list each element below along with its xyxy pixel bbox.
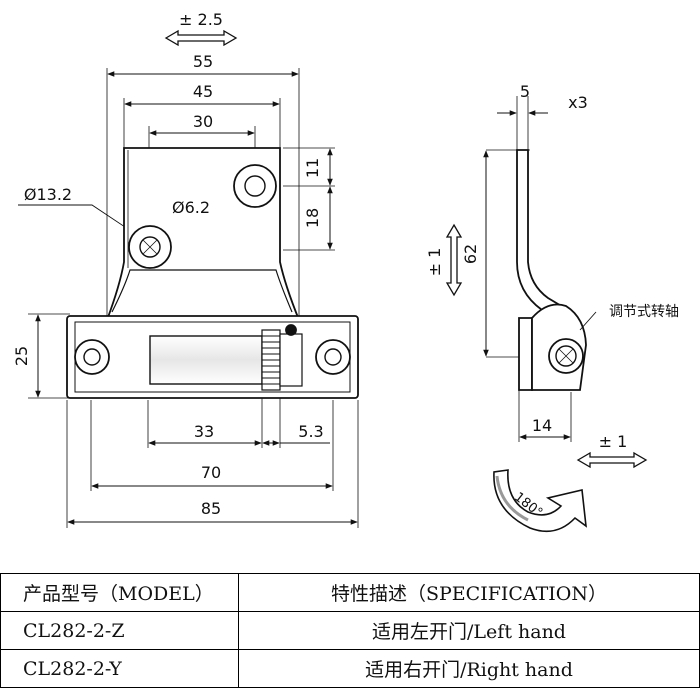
vertical-tolerance-arrow-icon xyxy=(445,223,463,297)
dim-hole-small: Ø6.2 xyxy=(172,198,210,217)
dim-11: 11 xyxy=(303,158,322,178)
dim-30: 30 xyxy=(193,112,213,131)
specification-cell: 适用右开门/Right hand xyxy=(238,649,700,688)
model-cell: CL282-2-Z xyxy=(0,611,239,650)
dim-tolerance-vertical: ± 1 xyxy=(425,248,444,277)
specification-table: 产品型号（MODEL） 特性描述（SPECIFICATION） CL282-2-… xyxy=(0,573,700,688)
dim-tolerance-top: ± 2.5 xyxy=(179,10,223,29)
technical-drawing: ± 2.5 55 45 30 11 18 Ø13.2 Ø6.2 25 33 5.… xyxy=(12,10,679,533)
adjustable-shaft-label: 调节式转轴 xyxy=(609,304,679,320)
dim-5: 5 xyxy=(520,82,530,101)
dim-25: 25 xyxy=(12,346,31,366)
dim-45: 45 xyxy=(193,82,213,101)
dim-hole-large: Ø13.2 xyxy=(24,185,72,204)
header-specification: 特性描述（SPECIFICATION） xyxy=(238,573,700,612)
dim-5-3: 5.3 xyxy=(298,422,323,441)
dim-x3: x3 xyxy=(568,93,588,112)
hinge-upper-plate xyxy=(105,147,301,321)
specification-cell: 适用左开门/Left hand xyxy=(238,611,700,650)
dim-14: 14 xyxy=(532,416,552,435)
front-view xyxy=(18,29,359,528)
horizontal-tolerance-arrow-icon xyxy=(576,451,648,469)
header-model: 产品型号（MODEL） xyxy=(0,573,239,612)
table-row: CL282-2-Z 适用左开门/Left hand xyxy=(0,611,700,650)
dim-55: 55 xyxy=(193,52,213,71)
dim-62: 62 xyxy=(461,244,480,264)
side-profile xyxy=(516,149,587,391)
table-header-row: 产品型号（MODEL） 特性描述（SPECIFICATION） xyxy=(0,573,700,612)
tolerance-double-arrow-icon xyxy=(164,29,238,47)
dim-85: 85 xyxy=(201,499,221,518)
rotation-180-arrow-icon xyxy=(493,469,587,533)
dim-18: 18 xyxy=(303,208,322,228)
dim-70: 70 xyxy=(201,463,221,482)
dim-33: 33 xyxy=(194,422,214,441)
dim-tolerance-horizontal: ± 1 xyxy=(599,432,628,451)
model-cell: CL282-2-Y xyxy=(0,649,239,688)
side-view xyxy=(445,96,648,533)
hinge-base xyxy=(66,315,359,399)
table-row: CL282-2-Y 适用右开门/Right hand xyxy=(0,649,700,688)
